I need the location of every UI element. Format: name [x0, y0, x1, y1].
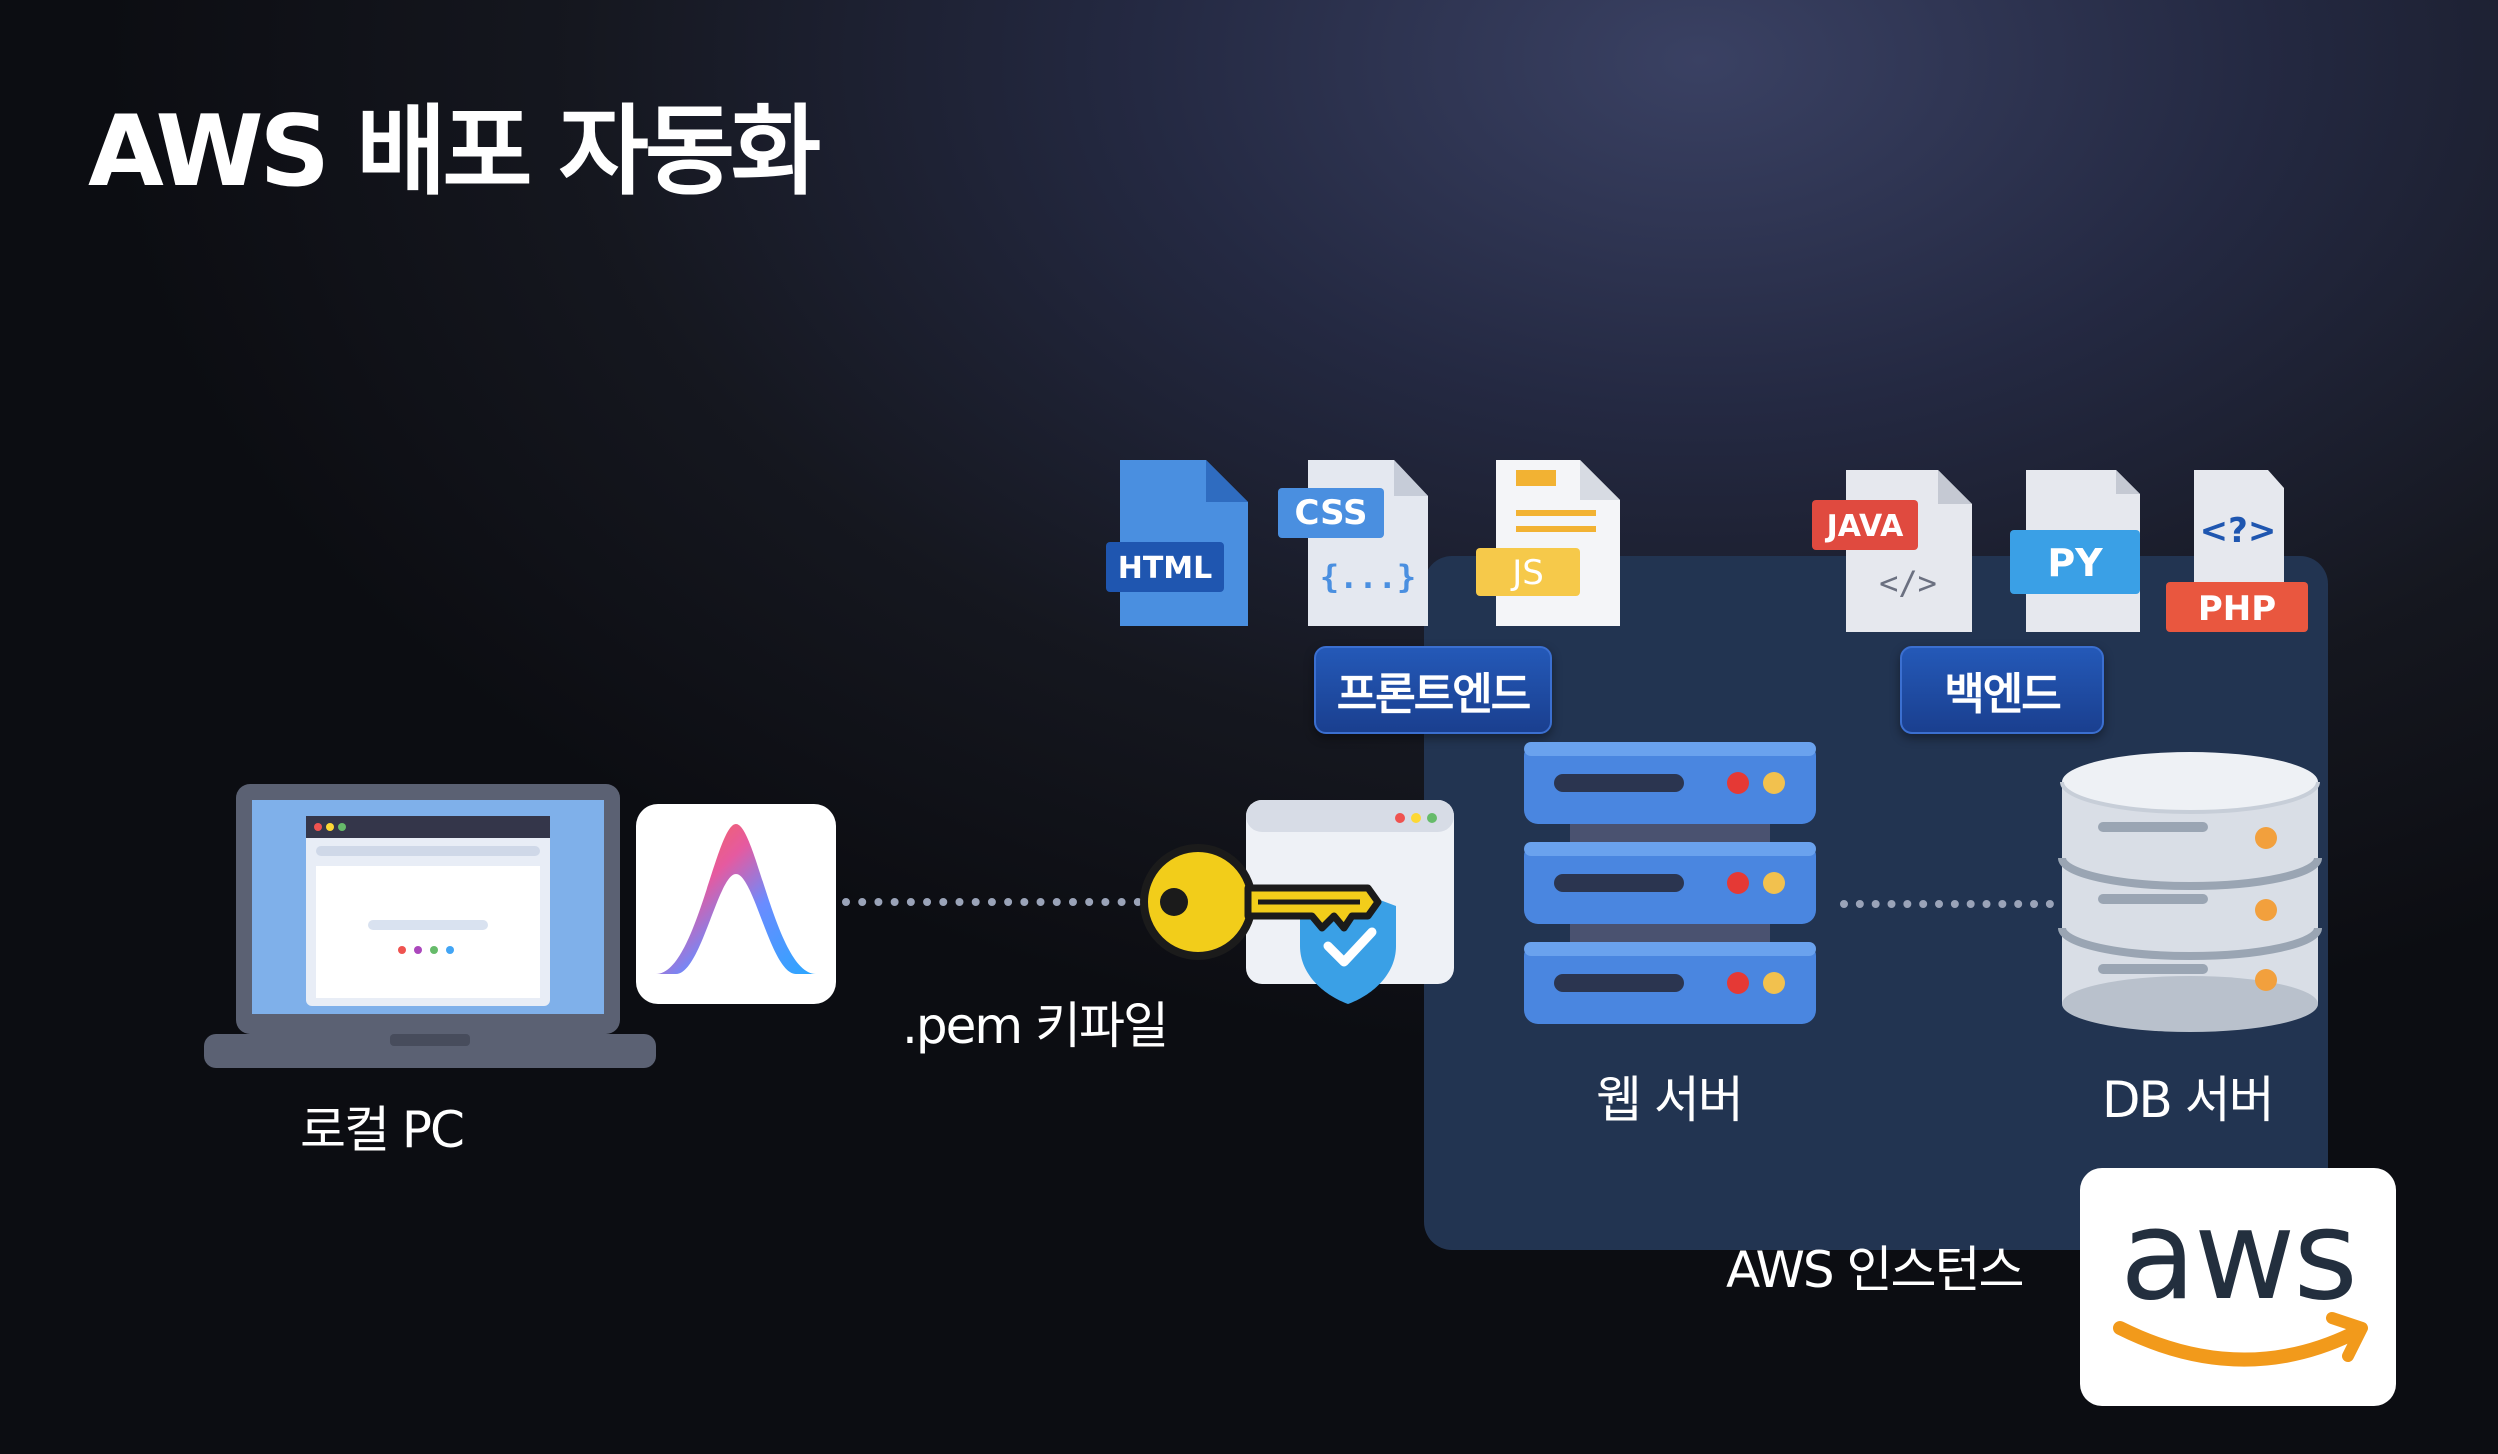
server-connector-line [1840, 900, 2054, 908]
py-file-icon: PY [2010, 470, 2140, 632]
arch-logo-icon [656, 824, 816, 974]
aws-logo-card: aws [2080, 1168, 2396, 1406]
aws-instance-label: AWS 인스턴스 [1726, 1241, 2025, 1299]
pem-key-label: .pem 키파일 [902, 997, 1169, 1055]
css-file-icon: CSS {...} [1278, 460, 1428, 626]
web-server-icon [1524, 742, 1816, 1024]
connector-line [842, 898, 1142, 906]
laptop-icon [204, 784, 656, 1068]
css-file-label: CSS [1294, 493, 1367, 533]
frontend-pill: 프론트엔드 [1314, 646, 1552, 734]
web-server-label: 웹 서버 [1596, 1071, 1744, 1129]
html-file-label: HTML [1118, 551, 1213, 586]
js-file-icon: JS [1476, 460, 1620, 626]
py-file-label: PY [2047, 541, 2103, 585]
php-file-icon: <?> PHP [2166, 470, 2308, 632]
page-title: AWS 배포 자동화 [88, 95, 821, 209]
secure-key-icon [1140, 800, 1454, 1004]
aws-logo-icon: aws [2113, 1184, 2368, 1367]
js-file-label: JS [1510, 553, 1544, 593]
java-file-label: JAVA [1825, 509, 1905, 544]
local-pc-label: 로컬 PC [300, 1101, 465, 1159]
java-code-glyph: </> [1879, 564, 1937, 602]
html-file-icon: HTML [1106, 460, 1248, 626]
php-code-glyph: <?> [2200, 511, 2277, 551]
app-logo-card [636, 804, 836, 1004]
java-file-icon: JAVA </> [1812, 470, 1972, 632]
backend-pill: 백엔드 [1900, 646, 2104, 734]
db-server-icon [2058, 752, 2322, 1032]
css-code-glyph: {...} [1320, 558, 1416, 596]
db-server-label: DB 서버 [2102, 1071, 2275, 1129]
aws-logo-text: aws [2120, 1184, 2356, 1328]
php-file-label: PHP [2198, 589, 2276, 629]
